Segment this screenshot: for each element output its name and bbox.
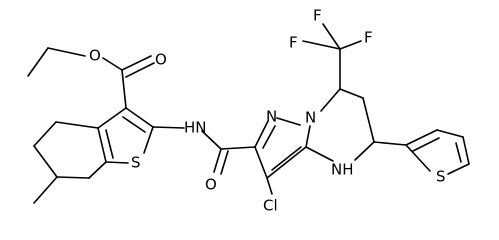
bond-c3ap-n1 (305, 125, 311, 148)
bond-carbonyl-c-ring-c3 (121, 69, 127, 109)
bond-n2-c2p-double-b (262, 125, 276, 149)
atom-label-chlorine: Cl (263, 197, 278, 215)
bond-c3-c2-double-a (125, 107, 154, 128)
bond-carbonyl-c-o-double-a (121, 55, 152, 71)
bond-c3a-c7a-double-b (105, 129, 114, 159)
bond-c6p-c5p (362, 97, 375, 143)
bond-amide-c-o-double-b (220, 150, 229, 175)
bond-s-c2 (143, 126, 154, 154)
atom-label-ester-oxygen-carbonyl: O (155, 51, 167, 69)
atom-label-pyrazole-n1: N (305, 109, 316, 127)
bond-cf3-f2 (339, 40, 362, 50)
bond-c2p-c3p (254, 146, 268, 179)
bond-c7a-s (105, 161, 129, 164)
bond-amide-c-o-double-a (213, 148, 222, 173)
bond-c6-c7 (56, 176, 90, 179)
bond-thienyl-c2-c3-double-b (412, 137, 440, 152)
atom-label-fluorine-left: F (289, 34, 298, 52)
atom-label-pyrazole-n2: N (266, 108, 277, 126)
atom-label-thiophene-sulfur-core: S (131, 154, 141, 172)
bond-c3a-c7a-double-a (97, 127, 107, 163)
bond-amide-c-pyrazole-c (220, 146, 256, 150)
bond-c5p-thienyl-c2 (373, 141, 407, 146)
bond-n1-n2 (276, 117, 301, 126)
bond-c3p-cl (266, 177, 273, 195)
bond-thienyl-c5-s (447, 163, 470, 175)
atom-label-fluorine-top: F (313, 7, 322, 25)
bond-c3p-c3ap-double-b (271, 146, 302, 171)
bond-c6-methyl (33, 176, 58, 204)
bond-c3a-c4 (55, 121, 99, 129)
bond-c3-c3a (97, 107, 127, 129)
bond-thienyl-c3-c4 (436, 129, 464, 138)
atom-label-amide-nitrogen: HN (184, 119, 207, 137)
bond-c7-c7a (88, 161, 107, 179)
bond-cf3-f3 (322, 23, 341, 50)
bond-thienyl-c2-c3-double-a (405, 129, 438, 146)
bond-nh-c3ap (305, 146, 334, 162)
bond-c7p-c6p (339, 88, 364, 99)
bond-thienyl-s-c2 (405, 144, 431, 172)
bond-ethyl-ch2-o (47, 47, 86, 57)
bond-thienyl-c4-c5-double-a (462, 136, 470, 165)
bond-c5-c6 (33, 145, 58, 178)
bond-ethyl-ch3-ch2 (27, 47, 49, 77)
bond-n1-c7p (320, 88, 341, 112)
bond-o-carbonyl-c (102, 57, 123, 71)
bond-c4-c5 (33, 121, 57, 147)
bond-c3-c2-double-b (122, 116, 146, 133)
bond-nh-amide-c (201, 130, 222, 150)
atom-label-fluorine-right: F (364, 29, 373, 47)
bond-c3p-c3ap-double-a (266, 146, 307, 179)
atom-label-amide-oxygen: O (205, 176, 217, 194)
bond-c2-nh (152, 126, 185, 129)
bond-thienyl-c4-c5-double-b (455, 142, 462, 163)
bond-n2-c2p-double-a (254, 120, 269, 148)
bond-c5p-nh (354, 141, 375, 161)
bond-carbonyl-c-o-double-b (125, 62, 155, 78)
chemical-structure-diagram: O O S HN O N N NH Cl F F F S (27, 7, 470, 215)
atom-label-ring-nh: NH (331, 161, 354, 179)
atom-label-thiophene-sulfur-side: S (436, 168, 446, 186)
atom-label-ester-oxygen-link: O (89, 47, 101, 65)
bond-cf3-f1 (302, 40, 341, 50)
